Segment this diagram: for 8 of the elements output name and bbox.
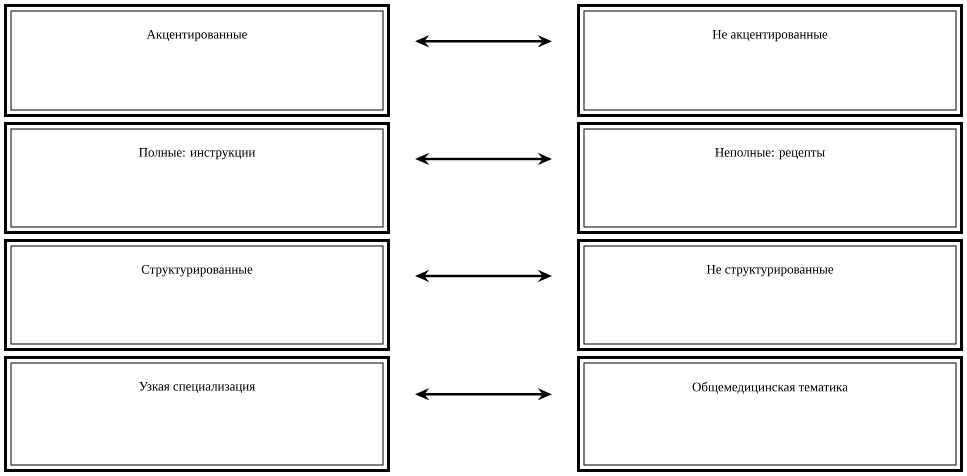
text-box: Неполные: рецепты <box>577 122 963 234</box>
text-box: Не структурированные <box>577 239 963 351</box>
text-box: Структурированные <box>4 239 390 351</box>
text-box: Акцентированные <box>4 4 390 117</box>
text-box: Полные: инструкции <box>4 122 390 234</box>
text-box: Общемедицинская тематика <box>577 356 963 472</box>
text-box: Узкая специализация <box>4 356 390 472</box>
text-box: Не акцентированные <box>577 4 963 117</box>
